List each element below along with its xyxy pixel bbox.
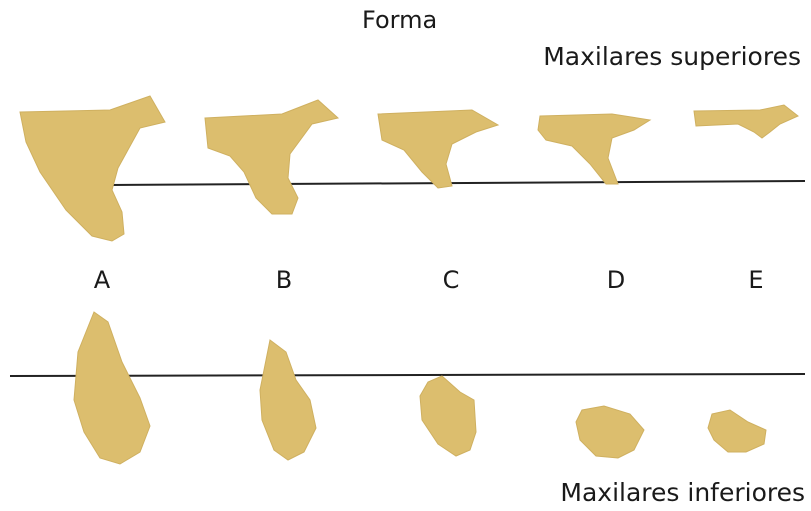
lower-shape-c (420, 376, 476, 456)
lower-shape-e (708, 410, 766, 452)
lower-shape-d (576, 406, 644, 458)
upper-shape-c (378, 110, 498, 188)
upper-shape-e (694, 105, 798, 138)
lower-shape-a (74, 312, 150, 464)
upper-shape-b (205, 100, 338, 214)
upper-reference-line (110, 181, 805, 185)
lower-shape-b (260, 340, 316, 460)
upper-shape-d (538, 114, 650, 184)
upper-shape-a (20, 96, 165, 241)
